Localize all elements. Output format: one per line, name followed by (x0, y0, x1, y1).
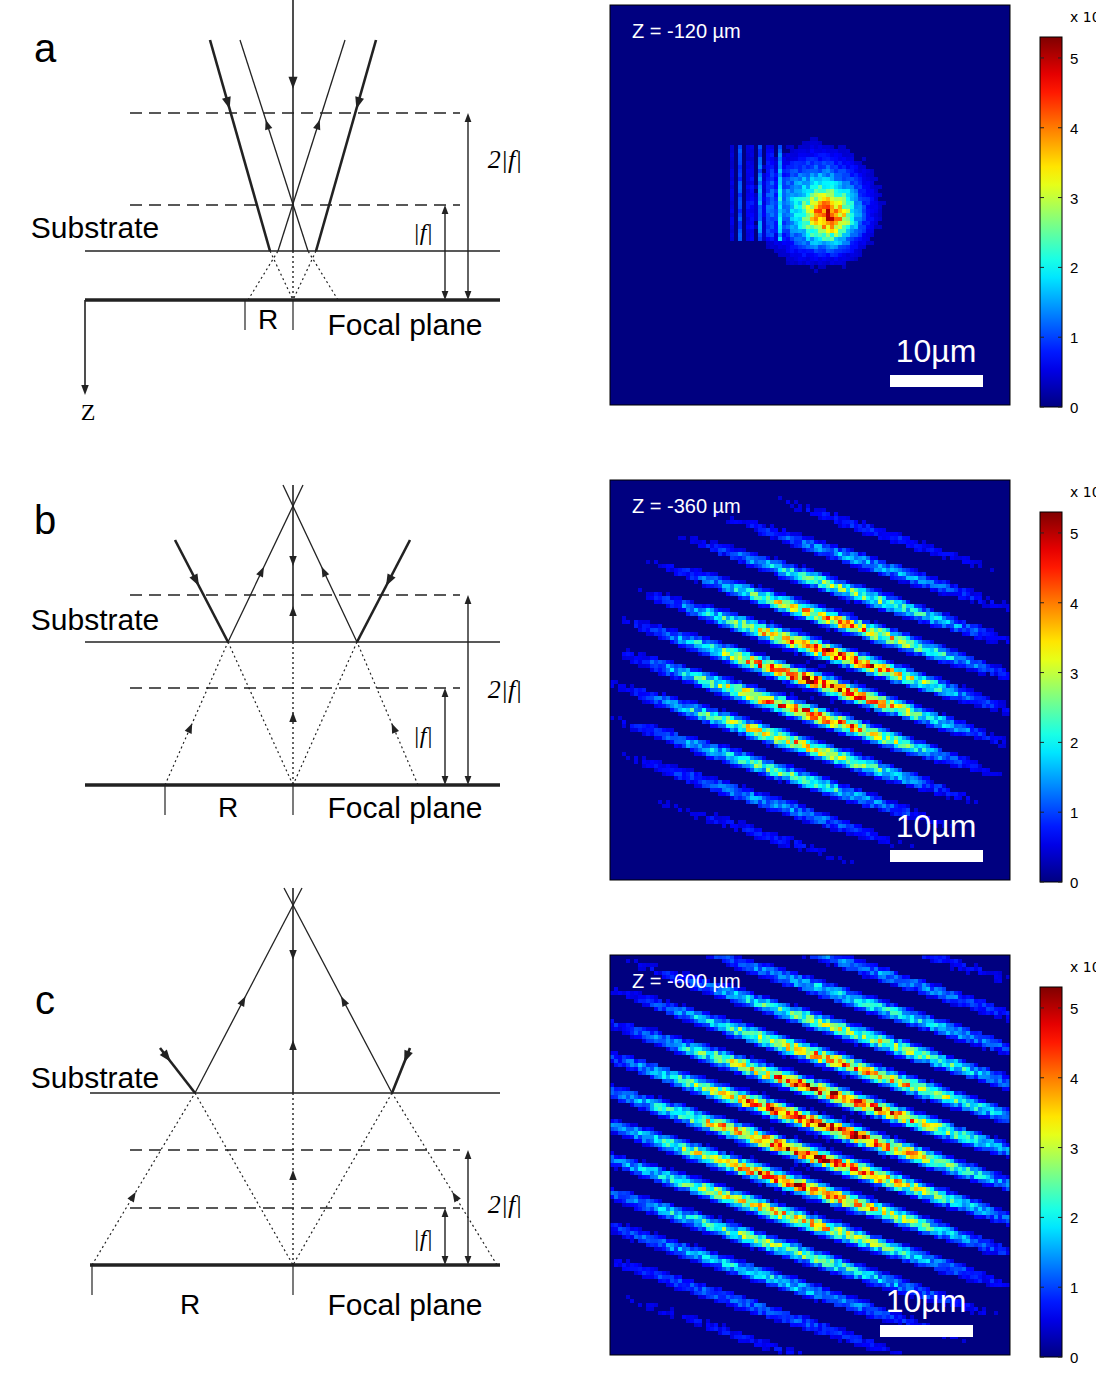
figure-stage: aSubstrate2|f||f|RFocal planeZZ = -120 µ… (0, 0, 1096, 1376)
